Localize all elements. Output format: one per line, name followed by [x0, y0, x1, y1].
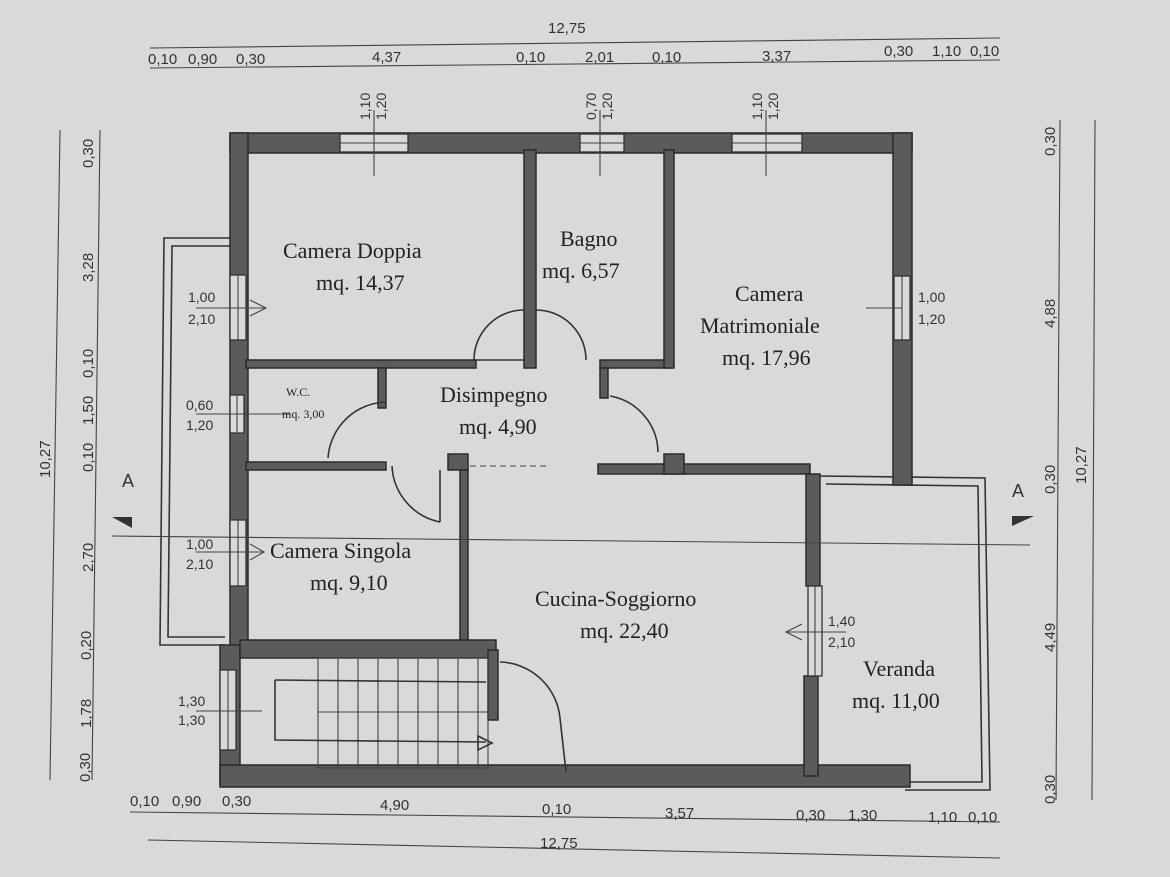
section-line: A A [111, 471, 1034, 546]
opening-label-w: 1,10 [357, 93, 373, 120]
bottom-dim: 1,10 [928, 809, 957, 826]
room-area-bagno: mq. 6,57 [542, 258, 620, 283]
bottom-total-dim: 12,75 [540, 835, 578, 852]
top-dim: 0,30 [884, 43, 913, 60]
opening-label-w: 1,00 [186, 536, 213, 552]
right-dimensions: 0,30 4,88 0,30 4,49 0,30 10,27 [1042, 127, 1090, 804]
bottom-dim: 0,30 [796, 807, 825, 824]
room-area-veranda: mq. 11,00 [852, 688, 940, 713]
left-dim: 0,10 [80, 443, 97, 472]
left-dim: 0,10 [80, 349, 97, 378]
doors [327, 309, 659, 773]
left-dim: 0,30 [80, 139, 97, 168]
room-area-disimpegno: mq. 4,90 [459, 414, 537, 439]
opening-label-w: 1,10 [749, 93, 765, 120]
bottom-dim: 4,90 [380, 797, 409, 814]
bottom-dim: 0,30 [222, 793, 251, 810]
room-name-wc: W.C. [286, 385, 310, 399]
top-dim: 4,37 [372, 49, 401, 66]
section-marker-left: A [122, 471, 134, 491]
top-dim: 0,10 [148, 51, 177, 68]
left-dim: 2,70 [80, 543, 97, 572]
opening-label-h: 1,20 [186, 417, 213, 433]
room-labels: Camera Doppia mq. 14,37 Bagno mq. 6,57 C… [270, 226, 940, 713]
left-dim: 0,30 [77, 753, 94, 782]
bottom-dim: 0,90 [172, 793, 201, 810]
bottom-dim: 0,10 [968, 809, 997, 826]
bottom-dimensions: 0,10 0,90 0,30 4,90 0,10 3,57 0,30 1,30 … [130, 793, 997, 852]
top-dim: 0,10 [652, 49, 681, 66]
room-area-camera-doppia: mq. 14,37 [316, 270, 405, 295]
top-dim: 2,01 [585, 49, 614, 66]
top-dimensions: 12,75 0,10 0,90 0,30 4,37 0,10 2,01 0,10… [148, 20, 999, 68]
right-dim: 0,30 [1042, 775, 1059, 804]
top-dim: 0,90 [188, 51, 217, 68]
bottom-dim: 1,30 [848, 807, 877, 824]
opening-label-h: 1,20 [373, 93, 389, 120]
right-dim: 0,30 [1042, 465, 1059, 494]
left-dim: 1,78 [78, 699, 95, 728]
opening-label-w: 1,00 [918, 289, 945, 305]
room-name-camera-matrimoniale: Camera [735, 281, 804, 306]
opening-label-h: 1,30 [178, 712, 205, 728]
opening-label-h: 1,20 [599, 93, 615, 120]
bottom-dim: 0,10 [130, 793, 159, 810]
section-marker-right: A [1012, 481, 1024, 501]
room-name-veranda: Veranda [863, 656, 935, 681]
opening-label-w: 1,00 [188, 289, 215, 305]
top-dim: 0,10 [970, 43, 999, 60]
opening-label-h: 1,20 [918, 311, 945, 327]
top-total-dim: 12,75 [548, 20, 586, 37]
opening-labels: 1,10 1,20 0,70 1,20 1,10 1,20 1,00 2,10 … [178, 93, 945, 728]
room-name-disimpegno: Disimpegno [440, 382, 548, 407]
left-dim: 0,20 [78, 631, 95, 660]
left-dimensions: 10,27 0,30 3,28 0,10 1,50 0,10 2,70 0,20… [37, 139, 97, 782]
stairs [274, 657, 494, 769]
opening-label-w: 0,60 [186, 397, 213, 413]
room-name-camera-matrimoniale-2: Matrimoniale [700, 313, 820, 338]
top-dim: 0,10 [516, 49, 545, 66]
window-ticks [196, 110, 902, 712]
room-area-camera-singola: mq. 9,10 [310, 570, 388, 595]
top-dim: 3,37 [762, 48, 791, 65]
top-dim: 1,10 [932, 43, 961, 60]
room-name-bagno: Bagno [560, 226, 617, 251]
room-area-wc: mq. 3,00 [282, 407, 324, 421]
right-dim: 4,49 [1042, 623, 1059, 652]
opening-label-h: 2,10 [828, 634, 855, 650]
left-total-dim: 10,27 [37, 440, 54, 478]
dimension-lines [49, 37, 1096, 859]
opening-label-w: 0,70 [583, 93, 599, 120]
opening-label-h: 2,10 [186, 556, 213, 572]
room-area-camera-matrimoniale: mq. 17,96 [722, 345, 811, 370]
room-name-camera-doppia: Camera Doppia [283, 238, 422, 263]
bottom-dim: 0,10 [542, 801, 571, 818]
opening-label-h: 1,20 [765, 93, 781, 120]
room-name-camera-singola: Camera Singola [270, 538, 411, 563]
left-dim: 1,50 [80, 396, 97, 425]
opening-label-w: 1,40 [828, 613, 855, 629]
left-dim: 3,28 [80, 253, 97, 282]
right-total-dim: 10,27 [1073, 446, 1090, 484]
right-dim: 4,88 [1042, 299, 1059, 328]
right-dim: 0,30 [1042, 127, 1059, 156]
bottom-dim: 3,57 [665, 805, 694, 822]
windows [219, 133, 911, 751]
room-name-cucina-soggiorno: Cucina-Soggiorno [535, 586, 696, 611]
opening-label-h: 2,10 [188, 311, 215, 327]
top-dim: 0,30 [236, 51, 265, 68]
opening-label-w: 1,30 [178, 693, 205, 709]
room-area-cucina-soggiorno: mq. 22,40 [580, 618, 669, 643]
